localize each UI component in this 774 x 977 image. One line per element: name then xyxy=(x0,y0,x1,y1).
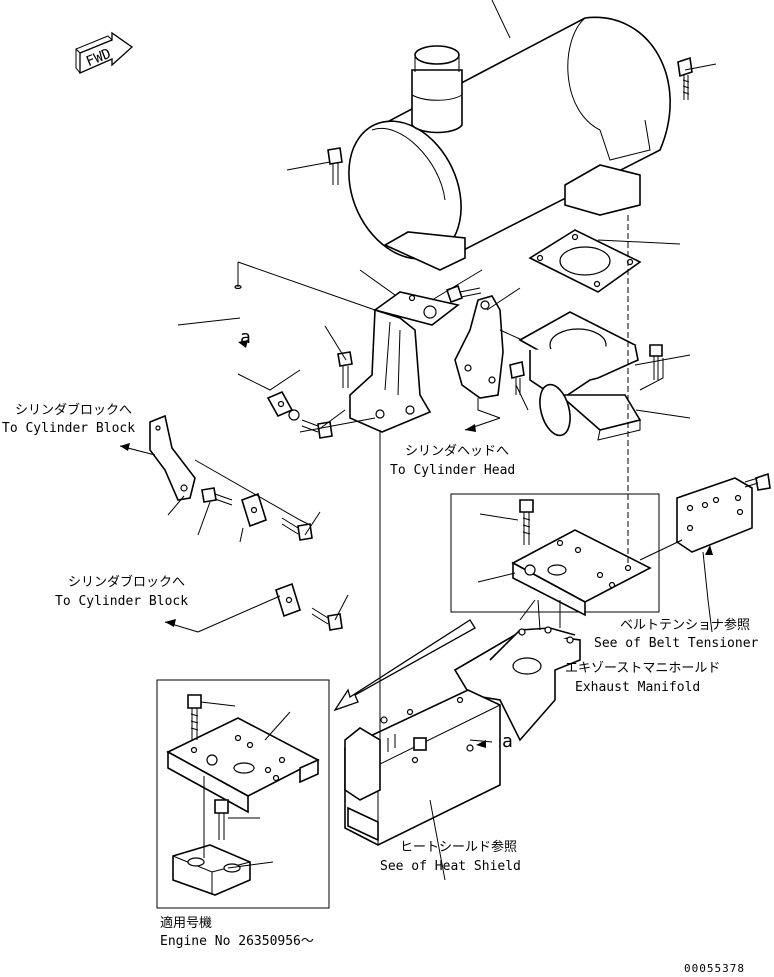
gasket xyxy=(528,229,642,293)
arrowhead-icon xyxy=(705,545,713,555)
bolt xyxy=(519,499,534,545)
bolt xyxy=(214,799,229,840)
cylinder-block-bracket xyxy=(149,414,196,501)
clamp xyxy=(266,390,300,421)
cyl-block-upper-en-label: To Cylinder Block xyxy=(2,421,136,436)
drawing-number: 00055378 xyxy=(684,962,745,975)
exhaust-manifold-en-label: Exhaust Manifold xyxy=(575,680,701,695)
inset-box-lower xyxy=(156,679,330,909)
bolt xyxy=(187,694,202,740)
bolt xyxy=(649,344,663,380)
bolt xyxy=(744,472,771,491)
spacer-block xyxy=(172,844,251,896)
cyl-head-en-label: To Cylinder Head xyxy=(390,463,516,478)
cyl-head-jp-label: シリンダヘッドへ xyxy=(405,444,510,459)
arrowhead-icon xyxy=(476,740,486,748)
fwd-arrow-icon xyxy=(75,31,134,74)
leader-lines xyxy=(119,0,717,881)
applicable-jp-label: 適用号機 xyxy=(160,916,213,931)
arrowhead-icon xyxy=(465,424,476,432)
applicable-en-label: Engine No 26350956～ xyxy=(160,934,314,949)
heat-shield-en-label: See of Heat Shield xyxy=(380,859,521,874)
exhaust-elbow xyxy=(518,311,642,441)
arrowhead-icon xyxy=(165,619,176,627)
heat-shield-jp-label: ヒートシールド参照 xyxy=(400,840,518,855)
cyl-block-upper-jp-label: シリンダブロックへ xyxy=(15,403,133,418)
belt-tensioner-en-label: See of Belt Tensioner xyxy=(594,636,759,651)
arrowhead-icon xyxy=(238,340,248,348)
cyl-block-lower-en-label: To Cylinder Block xyxy=(55,594,189,609)
heat-shield xyxy=(344,689,501,846)
bolt xyxy=(301,419,333,439)
clamp xyxy=(241,492,267,528)
bolt xyxy=(201,487,233,506)
bolt xyxy=(445,284,482,304)
clamp xyxy=(275,582,301,618)
direction-arrow-icon xyxy=(333,619,476,712)
muffler xyxy=(348,16,671,271)
bolt xyxy=(337,351,353,388)
cylinder-head-bracket xyxy=(454,295,504,399)
belt-tensioner-plate xyxy=(676,477,753,553)
callout-letter: a xyxy=(502,731,513,752)
callout-letter: a xyxy=(240,327,251,348)
arrowhead-icon xyxy=(120,443,130,451)
exhaust-manifold-jp-label: エキゾーストマニホールド xyxy=(565,661,721,676)
belt-tensioner-jp-label: ベルトテンショナ参照 xyxy=(620,618,751,633)
bolt xyxy=(677,56,693,100)
inset-box-upper xyxy=(450,493,660,613)
bolt xyxy=(311,607,343,631)
exhaust-manifold xyxy=(453,626,581,742)
adapter-plate xyxy=(166,717,320,814)
bolt xyxy=(281,517,313,541)
muffler-bracket xyxy=(349,291,460,433)
bolt xyxy=(327,147,343,185)
cyl-block-lower-jp-label: シリンダブロックへ xyxy=(68,575,186,590)
bolt xyxy=(509,361,525,395)
